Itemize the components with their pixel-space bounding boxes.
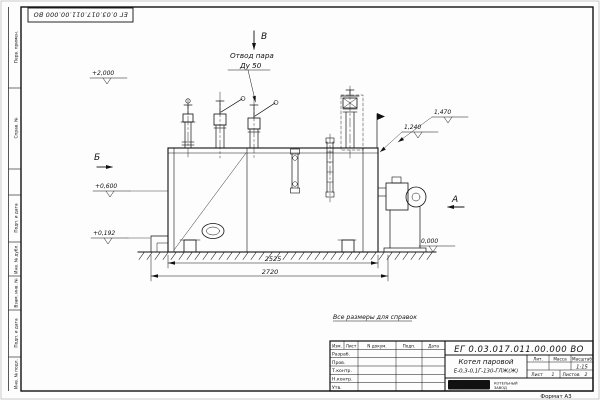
title-block xyxy=(329,340,594,392)
elevation-plus0600: +0,600 xyxy=(95,183,117,190)
top-stamp-number: ЕГ 0.03.017.011.00.000 ВО xyxy=(33,11,127,18)
side-label: Взам. инв. № xyxy=(14,278,20,308)
brand-cell: KVZR КОТЕЛЬНЫЙ ЗАВОД xyxy=(448,380,518,390)
format-note: Формат А3 xyxy=(540,394,572,400)
view-label-right: А xyxy=(451,195,458,205)
view-label-top: В xyxy=(261,32,267,42)
brand-org-line2: ЗАВОД xyxy=(494,386,507,390)
tb-product-name: Котел паровой xyxy=(459,358,514,366)
tb-product-model: Е-0,3-0,1Г-130-ГЛЖ(Ж) xyxy=(454,369,519,375)
tb-row-utv: Утв. xyxy=(332,385,342,391)
top-filing-stamp: ЕГ 0.03.017.011.00.000 ВО xyxy=(27,7,134,23)
tb-row-razrab: Разраб. xyxy=(332,352,350,358)
tb-sheets-value: 2 xyxy=(585,372,588,378)
face-gauge xyxy=(290,148,300,194)
dimension-2720 xyxy=(150,254,389,282)
drawing-annotations: Отвод пара Ду 50 В Б А +2,000 +0,600 +0,… xyxy=(92,32,458,276)
brand-org-line1: КОТЕЛЬНЫЙ xyxy=(494,381,518,386)
steam-outlet-valve xyxy=(247,95,279,159)
steam-outlet-label: Отвод пара xyxy=(230,51,274,60)
tb-scale-value: 1:15 xyxy=(576,364,588,370)
kvzr-logo-text: KVZR xyxy=(456,381,483,389)
kvzr-logo xyxy=(448,380,490,390)
support-foot xyxy=(183,239,197,253)
side-label: Инв. № дубл. xyxy=(14,244,20,273)
dim-text-2720: 2720 xyxy=(262,268,279,276)
tb-col-izm: Изм. xyxy=(332,344,342,349)
reference-note: Все размеры для справок xyxy=(333,314,417,322)
ground-hatching xyxy=(137,251,437,260)
title-block-text: Изм. Лист N докум. Подп. Дата Разраб. Пр… xyxy=(331,344,592,391)
steam-outlet-size: Ду 50 xyxy=(239,61,262,70)
tb-sheet-label: Лист xyxy=(531,372,543,378)
tb-doc-number: ЕГ 0.03.017.011.00.000 ВО xyxy=(454,345,584,355)
side-label: Справ. № xyxy=(14,117,20,138)
side-label: Инв. № подл. xyxy=(14,359,20,389)
dim-text-2525: 2525 xyxy=(265,255,282,263)
side-label: Подп. и дата xyxy=(14,203,20,233)
view-arrows xyxy=(96,30,465,209)
dimension-2525 xyxy=(167,254,379,269)
feed-pump-unit xyxy=(377,176,427,253)
steam-valve-column xyxy=(340,85,364,159)
left-bracket xyxy=(150,235,169,253)
valve-lever xyxy=(220,98,243,113)
boiler-side-view xyxy=(89,30,469,282)
safety-valve-1 xyxy=(213,91,246,159)
tb-sheet-value: 1 xyxy=(552,372,555,378)
side-label: Перв. примен. xyxy=(14,31,20,63)
side-label: Подп. и дата xyxy=(14,318,20,348)
motor xyxy=(405,186,427,208)
level-1470: 1,470 xyxy=(434,109,451,116)
tb-col-podp: Подп. xyxy=(403,344,416,349)
vent-flag xyxy=(376,113,385,149)
boiler-body xyxy=(150,147,379,253)
manhole xyxy=(201,223,225,239)
water-column xyxy=(180,98,196,159)
elevation-marks xyxy=(89,77,469,253)
reference-note-text: Все размеры для справок xyxy=(333,314,417,321)
elevation-plus0192: +0,192 xyxy=(93,230,115,237)
tb-col-data: Дата xyxy=(428,344,439,349)
valve-lever xyxy=(254,102,276,117)
sheet-frame xyxy=(8,6,594,392)
frame-side-labels: Перв. примен. Справ. № Подп. и дата Инв.… xyxy=(14,31,20,389)
view-label-left: Б xyxy=(94,153,100,163)
level-1240: 1,240 xyxy=(404,124,421,131)
tb-scale-label: Масштаб xyxy=(572,357,592,362)
steam-outlet-callout xyxy=(227,69,271,103)
level-glass xyxy=(325,133,335,203)
tb-row-tkontr: Т.контр. xyxy=(331,368,352,374)
elevation-plus2000: +2,000 xyxy=(92,70,114,77)
tb-col-list: Лист xyxy=(346,344,357,349)
support-foot xyxy=(341,239,355,253)
elevation-zero: 0,000 xyxy=(421,238,438,245)
tb-col-dokum: N докум. xyxy=(367,344,386,349)
tb-lit-label: Лит. xyxy=(533,357,543,362)
tb-mass-label: Масса xyxy=(553,357,567,362)
tb-row-prov: Пров. xyxy=(332,360,345,366)
tb-row-nkontr: Н.контр. xyxy=(332,377,353,383)
tb-sheets-label: Листов xyxy=(562,372,579,378)
